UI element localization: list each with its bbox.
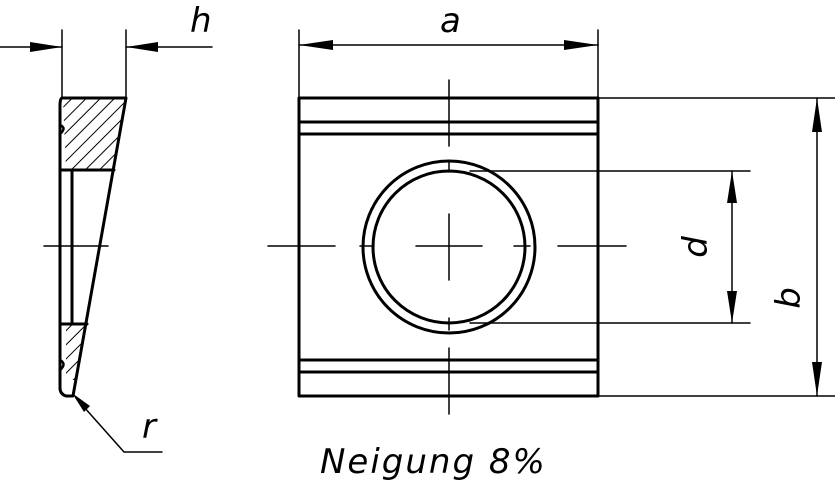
hole-outer-circle: [361, 159, 537, 335]
label-b: b: [769, 287, 809, 309]
b-arrow-bottom: [812, 362, 822, 396]
d-arrow-bottom: [727, 291, 737, 323]
label-r: r: [142, 407, 158, 447]
label-d: d: [676, 236, 716, 258]
d-arrow-top: [727, 171, 737, 203]
r-leader-line: [75, 397, 163, 453]
caption-inclination: Neigung 8%: [320, 442, 547, 482]
wedge-hatch-top: [63, 99, 125, 170]
wedge-hatch-bottom: [66, 324, 87, 380]
h-arrow-right: [126, 42, 158, 52]
label-h: h: [190, 1, 212, 41]
side-view: [0, 29, 213, 453]
a-arrow-left: [299, 40, 333, 50]
b-arrow-top: [812, 98, 822, 132]
wedge-groove-bottom: [58, 358, 65, 372]
a-arrow-right: [564, 40, 598, 50]
front-view: [267, 29, 835, 415]
r-arrow: [72, 393, 90, 412]
label-a: a: [440, 1, 461, 41]
h-arrow-left: [30, 42, 62, 52]
wedge-outline: [58, 96, 128, 398]
wedge-groove-top: [58, 123, 65, 136]
